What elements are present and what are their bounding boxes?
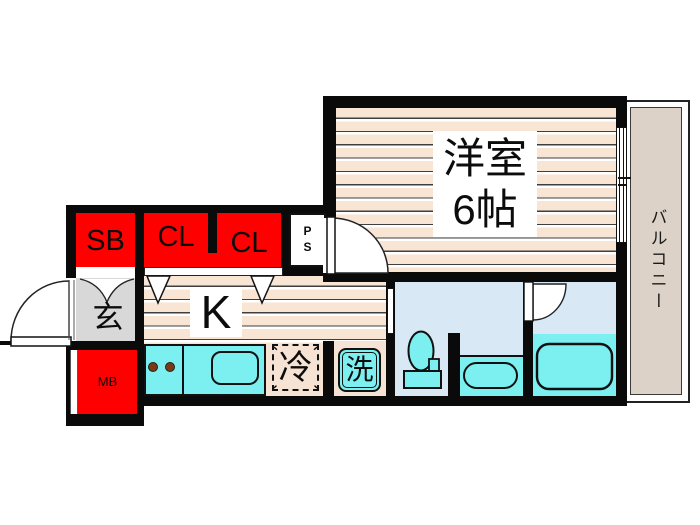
shoe-box-label: SB bbox=[86, 224, 125, 257]
refrigerator-space bbox=[272, 344, 319, 391]
wall bbox=[386, 272, 395, 396]
closet-2-label: CL bbox=[230, 226, 268, 259]
wall bbox=[323, 341, 334, 396]
entrance-doorway-gap bbox=[66, 278, 76, 341]
kitchen-label: K bbox=[190, 287, 242, 337]
wall bbox=[208, 213, 217, 253]
western-room-label: 洋室 6帖 bbox=[433, 131, 537, 237]
wall bbox=[448, 333, 460, 396]
window-sash-lines bbox=[618, 128, 631, 242]
kitchen-sink-icon bbox=[211, 351, 259, 385]
wall bbox=[137, 396, 627, 406]
entrance-label: 玄 bbox=[92, 299, 124, 335]
stove-burners-icon bbox=[148, 362, 175, 372]
bathtub-icon bbox=[535, 342, 614, 391]
balcony-label: バルコニー bbox=[647, 207, 667, 313]
closet-front-strip bbox=[144, 267, 283, 276]
shoe-box-door-arcs bbox=[79, 278, 135, 304]
wall bbox=[323, 96, 336, 218]
shoe-box bbox=[76, 213, 135, 267]
wall bbox=[323, 272, 627, 282]
wall bbox=[323, 96, 627, 108]
wall bbox=[0, 341, 11, 345]
wall bbox=[66, 205, 334, 213]
kitchen-counter-divider bbox=[182, 346, 184, 394]
washer-space bbox=[338, 348, 381, 392]
washroom-window bbox=[387, 288, 394, 334]
wall bbox=[523, 272, 533, 396]
balcony-deck bbox=[630, 107, 682, 395]
doorway-jamb-lines bbox=[68, 280, 75, 340]
wall bbox=[281, 267, 336, 276]
wall bbox=[616, 243, 627, 406]
meter-box bbox=[78, 350, 137, 414]
meter-box-door bbox=[70, 350, 78, 414]
vanity-sink-icon bbox=[463, 362, 518, 389]
refrigerator-label: 冷 bbox=[277, 348, 314, 387]
wall bbox=[66, 205, 76, 278]
bathroom-door-swing bbox=[523, 281, 567, 322]
wall bbox=[135, 205, 144, 343]
meter-box-label: MB bbox=[97, 373, 118, 389]
toilet-icon bbox=[403, 330, 442, 389]
western-room-size: 6帖 bbox=[452, 186, 518, 233]
closet-door-mark bbox=[145, 275, 172, 305]
closet-door-mark bbox=[249, 275, 276, 305]
pipe-space-label: P S bbox=[303, 224, 312, 254]
western-room-door-swing bbox=[326, 216, 389, 275]
wall bbox=[616, 96, 627, 127]
washer-label: 洗 bbox=[345, 354, 374, 385]
western-room-name: 洋室 bbox=[442, 134, 527, 182]
washer-inner-line bbox=[342, 352, 377, 388]
closet-1-label: CL bbox=[157, 220, 195, 253]
wall bbox=[281, 205, 289, 267]
entrance-door-swing bbox=[10, 280, 72, 347]
balcony bbox=[627, 100, 690, 403]
